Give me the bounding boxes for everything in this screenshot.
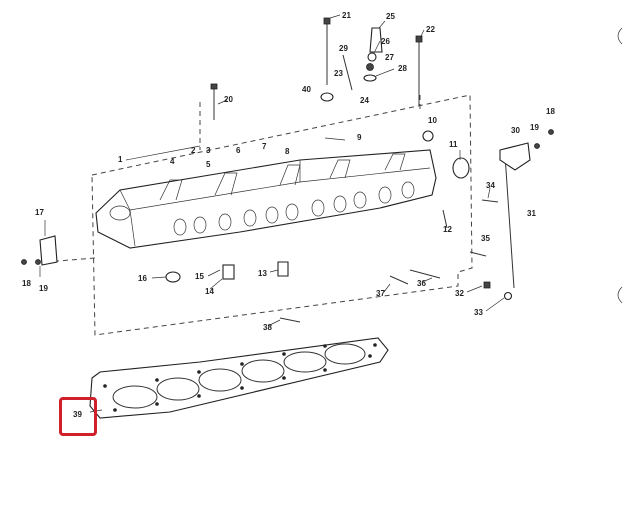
callout-14: 14	[205, 287, 214, 296]
callout-29: 29	[339, 44, 348, 53]
stud-34	[481, 199, 499, 203]
scan-mark	[617, 286, 623, 304]
bolt-20	[210, 83, 218, 120]
callout-labels: 1 2 3 4 5 6 7 8 9 10 11 12 13 14 15 16 1…	[22, 11, 555, 419]
callout-13: 13	[258, 269, 267, 278]
callout-18-right: 18	[546, 107, 555, 116]
callout-40: 40	[302, 85, 311, 94]
callout-30: 30	[511, 126, 520, 135]
callout-25: 25	[386, 12, 395, 21]
head-gasket	[89, 337, 389, 419]
callout-23: 23	[334, 69, 343, 78]
callout-7: 7	[262, 142, 267, 151]
callout-38: 38	[263, 323, 272, 332]
bolt-12	[442, 209, 448, 229]
callout-2: 2	[191, 146, 196, 155]
callout-21: 21	[342, 11, 351, 20]
callout-8: 8	[285, 147, 290, 156]
callout-28: 28	[398, 64, 407, 73]
callout-32: 32	[455, 289, 464, 298]
callout-34: 34	[486, 181, 495, 190]
callout-4: 4	[170, 157, 175, 166]
callout-18-left: 18	[22, 279, 31, 288]
callout-26: 26	[381, 37, 390, 46]
head-bolt-22	[415, 35, 423, 105]
callout-39: 39	[73, 410, 82, 419]
stud-38	[279, 317, 301, 323]
callout-36: 36	[417, 279, 426, 288]
callout-12: 12	[443, 225, 452, 234]
callout-6: 6	[236, 146, 241, 155]
callout-27: 27	[385, 53, 394, 62]
stud-35	[469, 251, 487, 257]
stud-37	[389, 275, 409, 285]
callout-10: 10	[428, 116, 437, 125]
callout-31: 31	[527, 209, 536, 218]
washer-19-top	[534, 143, 540, 149]
callout-33: 33	[474, 308, 483, 317]
washer-33	[503, 291, 513, 301]
seal-40	[320, 92, 334, 102]
fitting-13	[277, 261, 289, 277]
bolt-18-top	[548, 129, 554, 135]
callout-17: 17	[35, 208, 44, 217]
sleeve-14	[222, 264, 235, 280]
stud-36	[409, 269, 441, 279]
callout-3: 3	[206, 146, 211, 155]
seal-26	[367, 52, 377, 62]
callout-39-highlight-box	[59, 397, 97, 436]
plug-16	[165, 271, 181, 283]
screw-32	[483, 281, 491, 289]
callout-19-right: 19	[530, 123, 539, 132]
pushrod-31	[504, 154, 515, 289]
scan-mark	[617, 27, 623, 45]
injector-25	[369, 27, 383, 53]
callout-9: 9	[357, 133, 362, 142]
callout-1: 1	[118, 155, 123, 164]
washer-19	[35, 259, 41, 265]
rocker-shaft-29	[342, 54, 353, 91]
callout-37: 37	[376, 289, 385, 298]
callout-5: 5	[206, 160, 211, 169]
assembly-boundary	[91, 94, 473, 336]
plug-10	[422, 130, 434, 142]
callout-16: 16	[138, 274, 147, 283]
callout-35: 35	[481, 234, 490, 243]
callout-22: 22	[426, 25, 435, 34]
head-bolt-21	[323, 17, 331, 85]
callout-19-left: 19	[39, 284, 48, 293]
bracket-17	[39, 235, 58, 266]
callout-20: 20	[224, 95, 233, 104]
washer-28	[363, 74, 377, 82]
bracket-30	[499, 142, 531, 171]
cylinder-head	[95, 149, 437, 249]
nut-27	[366, 63, 374, 71]
callout-15: 15	[195, 272, 204, 281]
callout-11: 11	[449, 140, 458, 149]
callout-24: 24	[360, 96, 369, 105]
bolt-18	[21, 259, 27, 265]
cover-11	[452, 157, 470, 179]
